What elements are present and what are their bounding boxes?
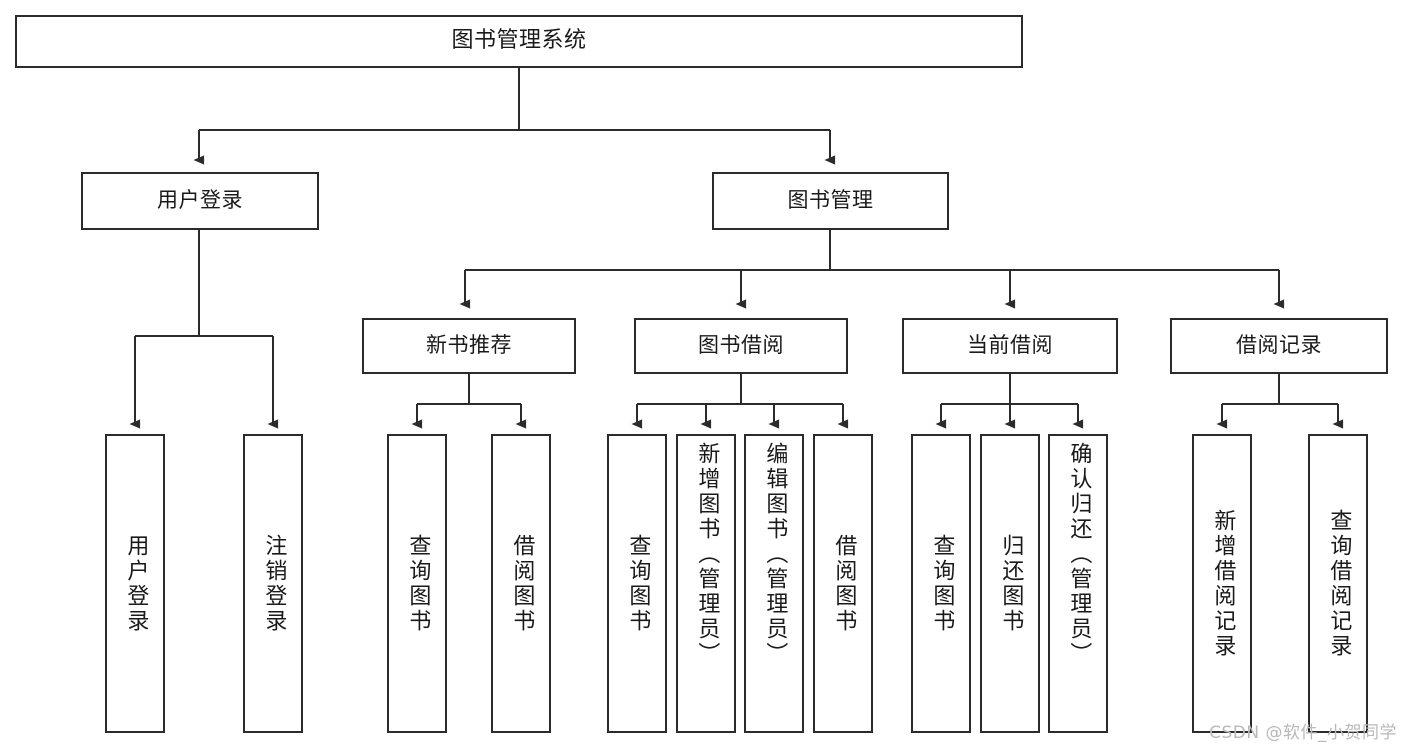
leaf-current-borrow-query[interactable]: 查询图书: [911, 434, 971, 733]
leaf-book-borrow-query-label: 查询图书: [625, 533, 651, 634]
leaf-new-book-query[interactable]: 查询图书: [387, 434, 447, 733]
leaf-current-borrow-return[interactable]: 归还图书: [980, 434, 1040, 733]
leaf-new-book-query-label: 查询图书: [405, 533, 431, 634]
leaf-book-borrow-add[interactable]: 新增图书（管理员）: [676, 434, 736, 733]
leaf-book-borrow-borrow-label: 借阅图书: [831, 533, 857, 634]
leaf-user-login-login-label: 用户登录: [123, 533, 149, 634]
leaf-book-borrow-borrow[interactable]: 借阅图书: [813, 434, 873, 733]
leaf-current-borrow-return-label: 归还图书: [998, 533, 1024, 634]
node-new-book-recommend-label: 新书推荐: [426, 333, 512, 358]
node-root[interactable]: 图书管理系统: [15, 15, 1023, 68]
leaf-user-login-logout-label: 注销登录: [261, 533, 287, 634]
node-new-book-recommend[interactable]: 新书推荐: [362, 318, 576, 374]
node-user-login[interactable]: 用户登录: [81, 172, 319, 230]
leaf-current-borrow-confirm-label: 确认归还（管理员）: [1066, 442, 1092, 667]
leaf-new-book-borrow-label: 借阅图书: [509, 533, 535, 634]
leaf-current-borrow-confirm[interactable]: 确认归还（管理员）: [1048, 434, 1108, 733]
node-user-login-label: 用户登录: [157, 188, 243, 213]
leaf-borrow-record-query[interactable]: 查询借阅记录: [1308, 434, 1368, 733]
node-borrow-record-label: 借阅记录: [1236, 333, 1322, 358]
node-book-management[interactable]: 图书管理: [712, 172, 949, 230]
node-book-borrow[interactable]: 图书借阅: [634, 318, 848, 374]
leaf-borrow-record-add[interactable]: 新增借阅记录: [1192, 434, 1252, 733]
node-borrow-record[interactable]: 借阅记录: [1170, 318, 1388, 374]
leaf-book-borrow-edit[interactable]: 编辑图书（管理员）: [744, 434, 804, 733]
leaf-borrow-record-query-label: 查询借阅记录: [1326, 508, 1352, 659]
leaf-user-login-login[interactable]: 用户登录: [105, 434, 165, 733]
leaf-book-borrow-query[interactable]: 查询图书: [607, 434, 667, 733]
leaf-new-book-borrow[interactable]: 借阅图书: [491, 434, 551, 733]
leaf-borrow-record-add-label: 新增借阅记录: [1210, 508, 1236, 659]
leaf-current-borrow-query-label: 查询图书: [929, 533, 955, 634]
leaf-book-borrow-add-label: 新增图书（管理员）: [694, 442, 720, 667]
node-root-label: 图书管理系统: [451, 28, 587, 54]
watermark-text: CSDN @软件_小贺同学: [1209, 723, 1397, 743]
leaf-book-borrow-edit-label: 编辑图书（管理员）: [762, 442, 788, 667]
node-current-borrow[interactable]: 当前借阅: [902, 318, 1118, 374]
node-book-management-label: 图书管理: [787, 188, 874, 213]
leaf-user-login-logout[interactable]: 注销登录: [243, 434, 303, 733]
node-current-borrow-label: 当前借阅: [967, 333, 1053, 358]
node-book-borrow-label: 图书借阅: [698, 333, 784, 358]
